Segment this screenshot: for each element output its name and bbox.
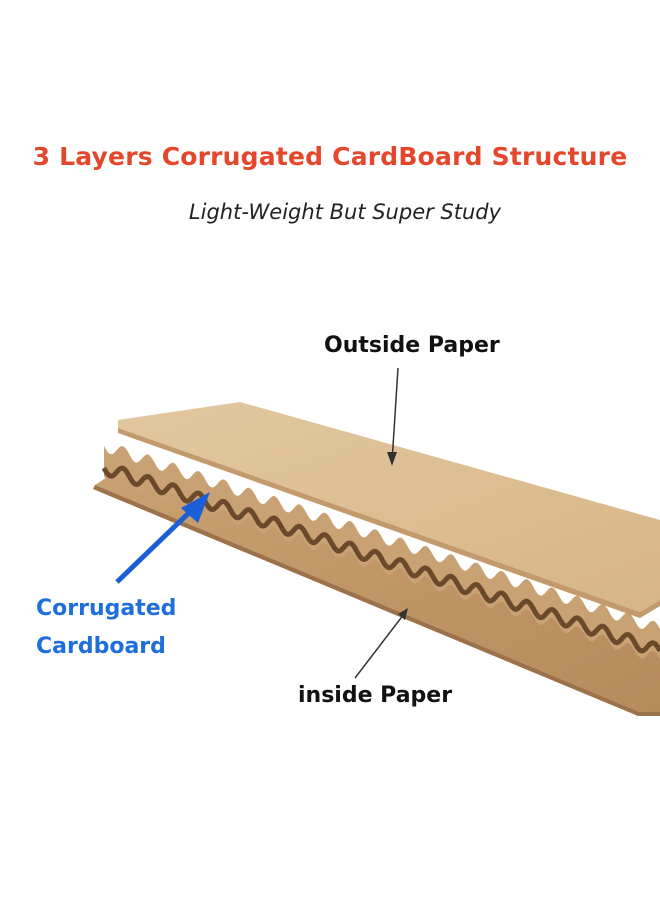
corrugated-cardboard-label: Corrugated Cardboard xyxy=(36,590,176,666)
outside-paper-label: Outside Paper xyxy=(324,333,500,358)
inside-paper-pointer-head xyxy=(398,608,408,620)
corrugated-label-line2: Cardboard xyxy=(36,634,166,659)
inside-paper-edge xyxy=(93,485,660,716)
outside-paper-pointer-head xyxy=(387,452,397,466)
corrugated-pointer xyxy=(115,504,198,584)
inside-paper-label: inside Paper xyxy=(298,683,453,708)
corrugated-label-line1: Corrugated xyxy=(36,596,177,621)
inside-paper-sheet xyxy=(95,470,660,712)
inside-paper-pointer xyxy=(354,613,405,679)
corrugated-pointer-head xyxy=(181,492,210,523)
diagram-subtitle: Light-Weight But Super Study xyxy=(188,200,502,224)
outside-paper-sheet xyxy=(118,402,660,612)
diagram-title: 3 Layers Corrugated CardBoard Structure xyxy=(32,142,628,171)
corrugated-flute-shadow xyxy=(101,465,660,654)
outside-paper-pointer xyxy=(391,367,399,463)
